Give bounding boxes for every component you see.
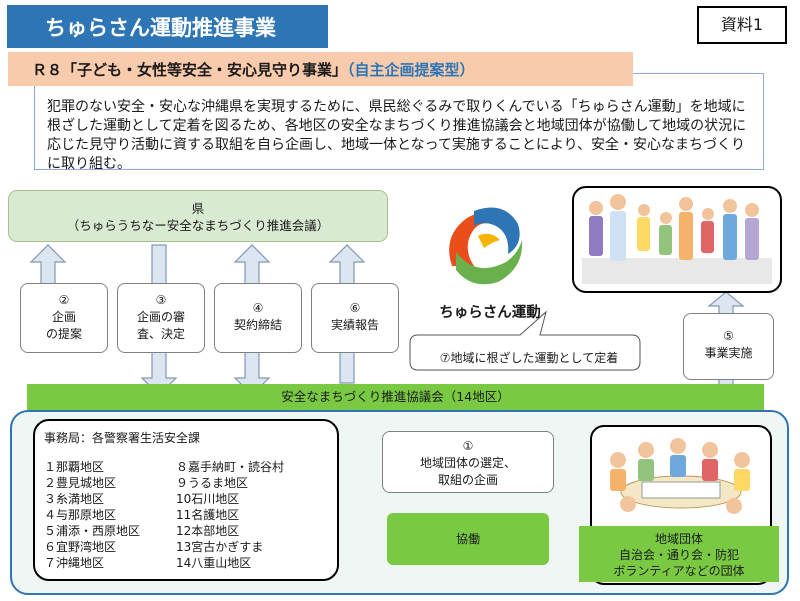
district-item: 10石川地区 bbox=[176, 492, 240, 506]
step-review: ③ 企画の審 査、決定 bbox=[117, 283, 205, 353]
people-group-icon bbox=[582, 194, 772, 284]
subtitle-main: Ｒ８「子ども・女性等安全・安心見守り事業」 bbox=[32, 61, 348, 79]
district-list-box bbox=[33, 419, 339, 581]
collaboration-box: 協働 bbox=[387, 513, 549, 565]
prefecture-council: （ちゅらうちなー安全なまちづくり推進会議） bbox=[66, 218, 330, 233]
step-implementation-text: 事業実施 bbox=[704, 346, 753, 360]
district-item: 12本部地区 bbox=[176, 524, 240, 538]
prefecture-box: 県 （ちゅらうちなー安全なまちづくり推進会議） bbox=[8, 190, 388, 242]
step-selection-num: ① bbox=[462, 439, 474, 453]
step-implementation: ⑤ 事業実施 bbox=[683, 313, 774, 380]
summary-body: 犯罪のない安全・安心な沖縄県を実現するために、県民総ぐるみで取りくんでいる「ちゅ… bbox=[47, 99, 747, 172]
step-review-text: 企画の審 査、決定 bbox=[136, 310, 185, 341]
page-title: ちゅらさん運動推進事業 bbox=[7, 5, 328, 48]
district-item: ８嘉手納町・読谷村 bbox=[176, 460, 285, 474]
step-contract-num: ④ bbox=[252, 301, 264, 315]
district-item: ９うるま地区 bbox=[176, 476, 249, 490]
step-selection: ① 地域団体の選定、 取組の企画 bbox=[382, 431, 554, 493]
local-groups-line1: 自治会・通り会・防犯 bbox=[618, 548, 739, 562]
step-review-num: ③ bbox=[155, 293, 167, 307]
prefecture-name: 県 bbox=[191, 201, 205, 216]
step-implementation-num: ⑤ bbox=[723, 329, 734, 343]
council-bar: 安全なまちづくり推進協議会（14地区） bbox=[27, 384, 764, 410]
district-item: 14八重山地区 bbox=[176, 556, 252, 570]
step-selection-text: 地域団体の選定、 取組の企画 bbox=[419, 456, 516, 487]
local-groups-label: 地域団体 自治会・通り会・防犯 ボランティアなどの団体 bbox=[579, 526, 779, 582]
step-proposal-text: 企画 の提案 bbox=[45, 310, 82, 341]
district-column-left: １那覇地区 ２豊見城地区 ３糸満地区 ４与那原地区 ５浦添・西原地区 ６宜野湾地… bbox=[44, 459, 140, 571]
district-item: ６宜野湾地区 bbox=[44, 540, 117, 554]
subtitle-note: （自主企画提案型） bbox=[347, 61, 475, 79]
step-report-num: ⑥ bbox=[349, 301, 361, 315]
district-item: 11名護地区 bbox=[176, 508, 240, 522]
district-item: １那覇地区 bbox=[44, 460, 105, 474]
step-proposal: ② 企画 の提案 bbox=[20, 283, 108, 353]
step-proposal-num: ② bbox=[58, 293, 70, 307]
community-illustration bbox=[572, 186, 782, 293]
district-item: ７沖縄地区 bbox=[44, 556, 105, 570]
summary-text: 犯罪のない安全・安心な沖縄県を実現するために、県民総ぐるみで取りくんでいる「ちゅ… bbox=[34, 73, 764, 172]
local-groups-title: 地域団体 bbox=[654, 532, 703, 546]
district-column-right: ８嘉手納町・読谷村 ９うるま地区 10石川地区 11名護地区 12本部地区 13… bbox=[176, 459, 284, 571]
district-item: 13宮古かぎすま bbox=[176, 540, 264, 554]
document-label: 資料1 bbox=[697, 6, 787, 44]
arrow-up-proposal bbox=[29, 244, 67, 286]
district-item: ５浦添・西原地区 bbox=[44, 524, 141, 538]
step-report: ⑥ 実績報告 bbox=[311, 283, 399, 353]
step-contract: ④ 契約締結 bbox=[214, 283, 302, 353]
meeting-illustration-icon bbox=[610, 438, 750, 514]
step-contract-text: 契約締結 bbox=[233, 318, 282, 332]
secretariat-label: 事務局：各警察署生活安全課 bbox=[44, 431, 201, 445]
local-groups-line2: ボランティアなどの団体 bbox=[613, 564, 745, 578]
district-item: ２豊見城地区 bbox=[44, 476, 117, 490]
churasan-logo-icon bbox=[449, 207, 523, 285]
district-item: ３糸満地区 bbox=[44, 492, 105, 506]
logo-text: ちゅらさん運動 bbox=[439, 305, 541, 321]
district-item: ４与那原地区 bbox=[44, 508, 117, 522]
callout-text: ⑦地域に根ざした運動として定着 bbox=[439, 351, 619, 365]
callout-bubble bbox=[409, 310, 641, 371]
step-report-text: 実績報告 bbox=[330, 318, 379, 332]
project-subtitle: Ｒ８「子ども・女性等安全・安心見守り事業」（自主企画提案型） bbox=[8, 52, 633, 86]
